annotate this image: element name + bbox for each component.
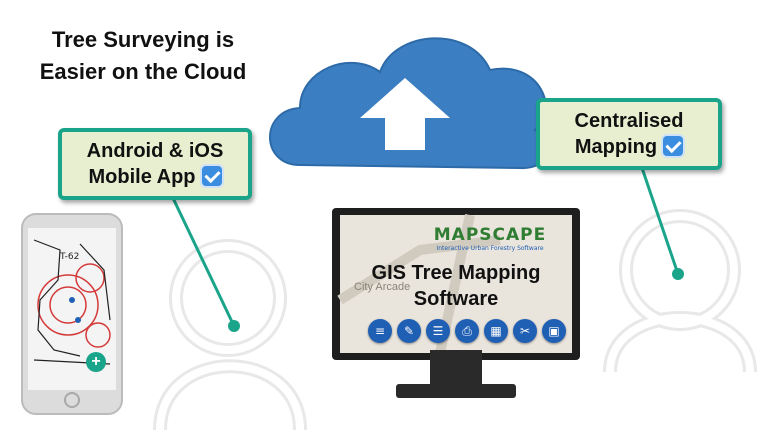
print-icon[interactable]: ⎙ <box>455 319 479 343</box>
connector-left <box>170 195 240 332</box>
mobile-callout-line-2: Mobile App <box>88 166 196 188</box>
table-icon[interactable]: ▦ <box>484 319 508 343</box>
edit-icon[interactable]: ✎ <box>397 319 421 343</box>
central-callout-line-2-wrap: Mapping <box>540 134 718 160</box>
mobile-app-callout: Android & iOS Mobile App <box>58 128 252 200</box>
connector-right <box>638 161 684 280</box>
monitor-title-line-1: GIS Tree Mapping <box>371 262 541 284</box>
layers-icon[interactable]: ≡ <box>368 319 392 343</box>
list-icon[interactable]: ☰ <box>426 319 450 343</box>
phone-map <box>37 263 111 348</box>
monitor-screen: MAPSCAPE Interactive Urban Forestry Soft… <box>340 215 572 353</box>
phone-add-button[interactable]: + <box>86 352 106 372</box>
headline-line-1: Tree Surveying is <box>51 27 235 52</box>
headline: Tree Surveying is Easier on the Cloud <box>18 24 268 88</box>
phone-device <box>21 213 123 415</box>
logo-tagline: Interactive Urban Forestry Software <box>436 245 544 252</box>
phone-map-label: T-62 <box>60 252 80 262</box>
headline-line-2: Easier on the Cloud <box>39 59 247 84</box>
mobile-callout-line-2-wrap: Mobile App <box>62 164 248 190</box>
monitor-title-line-2: Software <box>413 288 499 310</box>
cloud-upload-icon <box>269 37 551 170</box>
central-callout-line-2: Mapping <box>574 136 658 158</box>
map-toolbar: ≡ ✎ ☰ ⎙ ▦ ✂ ▣ <box>340 319 572 349</box>
checkbox-checked-icon <box>663 136 684 156</box>
checkbox-checked-icon <box>201 166 222 186</box>
map-place-label: City Arcade <box>354 281 411 293</box>
mobile-callout-line-1: Android & iOS <box>86 140 224 162</box>
mapscape-logo: MAPSCAPE Interactive Urban Forestry Soft… <box>420 225 560 252</box>
tag-icon[interactable]: ✂ <box>513 319 537 343</box>
book-icon[interactable]: ▣ <box>542 319 566 343</box>
centralised-mapping-callout: Centralised Mapping <box>536 98 722 170</box>
central-callout-line-1: Centralised <box>574 110 684 132</box>
logo-text: MAPSCAPE <box>433 225 547 245</box>
